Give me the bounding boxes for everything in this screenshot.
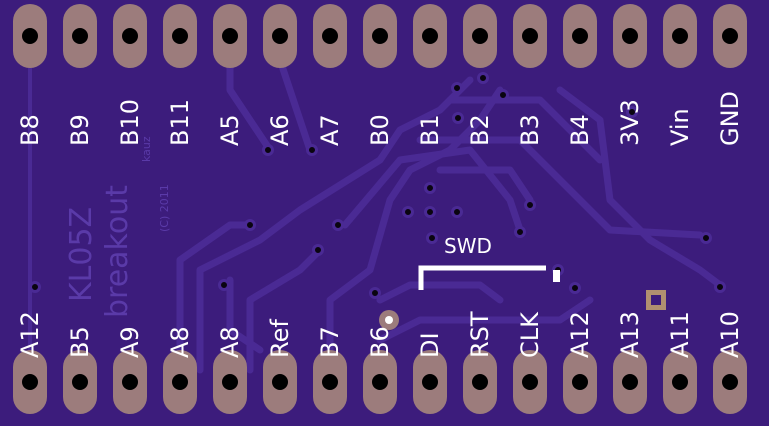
bottom-header-pads	[13, 350, 747, 414]
bottom-pad-hole	[72, 374, 88, 390]
bottom-pin-label: A8	[166, 326, 194, 358]
via	[514, 226, 526, 238]
via	[626, 106, 638, 118]
via	[524, 199, 536, 211]
bottom-pin-label: RST	[466, 311, 494, 358]
bottom-pad-hole	[322, 374, 338, 390]
top-pad-hole	[72, 28, 88, 44]
via	[569, 282, 581, 294]
top-pin-label: B4	[566, 114, 594, 146]
via	[218, 279, 230, 291]
bottom-pad-hole	[122, 374, 138, 390]
top-pad-hole	[122, 28, 138, 44]
top-pad-hole	[622, 28, 638, 44]
top-pin-label: A6	[266, 114, 294, 146]
board-subtitle: breakout	[100, 185, 135, 318]
swd-pin1-marker	[553, 270, 560, 282]
bottom-pin-label: B7	[316, 326, 344, 358]
top-pin-label: B0	[366, 114, 394, 146]
via	[451, 206, 463, 218]
bottom-pin-label: A9	[116, 326, 144, 358]
bottom-pad-hole	[522, 374, 538, 390]
via	[424, 206, 436, 218]
swd-outline	[418, 265, 546, 290]
top-pin-label: Vin	[666, 108, 694, 146]
via	[369, 287, 381, 299]
bottom-pad-hole	[222, 374, 238, 390]
top-pad-hole	[222, 28, 238, 44]
top-pin-label: 3V3	[616, 99, 644, 146]
via	[312, 244, 324, 256]
top-pin-label: B2	[466, 114, 494, 146]
bottom-pin-label: B5	[66, 326, 94, 358]
top-pin-label: GND	[716, 90, 744, 146]
top-pad-hole	[572, 28, 588, 44]
top-pad-hole	[472, 28, 488, 44]
bottom-pin-label: A10	[716, 311, 744, 358]
via	[402, 206, 414, 218]
copper-traces	[28, 43, 724, 374]
via	[306, 144, 318, 156]
top-pad-hole	[522, 28, 538, 44]
bottom-pin-label: A8	[216, 326, 244, 358]
top-pad-hole	[22, 28, 38, 44]
via	[244, 219, 256, 231]
bottom-pad-hole	[172, 374, 188, 390]
bottom-pin-label: A12	[566, 311, 594, 358]
bottom-pad-hole	[672, 374, 688, 390]
via	[452, 112, 464, 124]
top-pad-hole	[672, 28, 688, 44]
top-pad-hole	[372, 28, 388, 44]
bottom-pin-label: A13	[616, 311, 644, 358]
via	[451, 82, 463, 94]
top-pin-label: B11	[166, 98, 194, 146]
via	[262, 144, 274, 156]
via	[477, 72, 489, 84]
via	[700, 232, 712, 244]
via	[424, 182, 436, 194]
bottom-pad-hole	[272, 374, 288, 390]
top-pin-label: B8	[16, 114, 44, 146]
bottom-pad-hole	[722, 374, 738, 390]
vias	[29, 72, 726, 299]
top-pin-label: B10	[116, 98, 144, 146]
bottom-pin-label: A11	[666, 311, 694, 358]
via	[29, 281, 41, 293]
board-title: KL05Z	[64, 206, 99, 302]
fiducial-hole	[385, 316, 393, 324]
bottom-pad-hole	[22, 374, 38, 390]
top-pad-hole	[272, 28, 288, 44]
top-pin-label: A7	[316, 114, 344, 146]
via	[426, 232, 438, 244]
board-copyright: (C) 2011	[158, 184, 171, 232]
top-pin-label: A5	[216, 114, 244, 146]
top-header-pads	[13, 4, 747, 68]
via	[332, 219, 344, 231]
top-pad-hole	[422, 28, 438, 44]
bottom-pad-hole	[622, 374, 638, 390]
bottom-pin-label: DI	[416, 332, 444, 358]
bottom-pin-label: Ref	[266, 319, 294, 358]
via	[714, 281, 726, 293]
top-pin-label: B9	[66, 114, 94, 146]
bottom-pin-label: B6	[366, 326, 394, 358]
top-pad-hole	[722, 28, 738, 44]
bottom-pad-hole	[372, 374, 388, 390]
top-pad-hole	[322, 28, 338, 44]
board-author: kauz	[140, 136, 153, 162]
bottom-pad-hole	[572, 374, 588, 390]
bottom-pad-hole	[472, 374, 488, 390]
bottom-pin-label: A12	[16, 311, 44, 358]
via	[497, 89, 509, 101]
bottom-pad-hole	[422, 374, 438, 390]
top-pad-hole	[172, 28, 188, 44]
top-pin-label: B1	[416, 114, 444, 146]
swd-label: SWD	[444, 234, 492, 258]
top-pin-label: B3	[516, 114, 544, 146]
bottom-pin-label: CLK	[516, 312, 544, 358]
